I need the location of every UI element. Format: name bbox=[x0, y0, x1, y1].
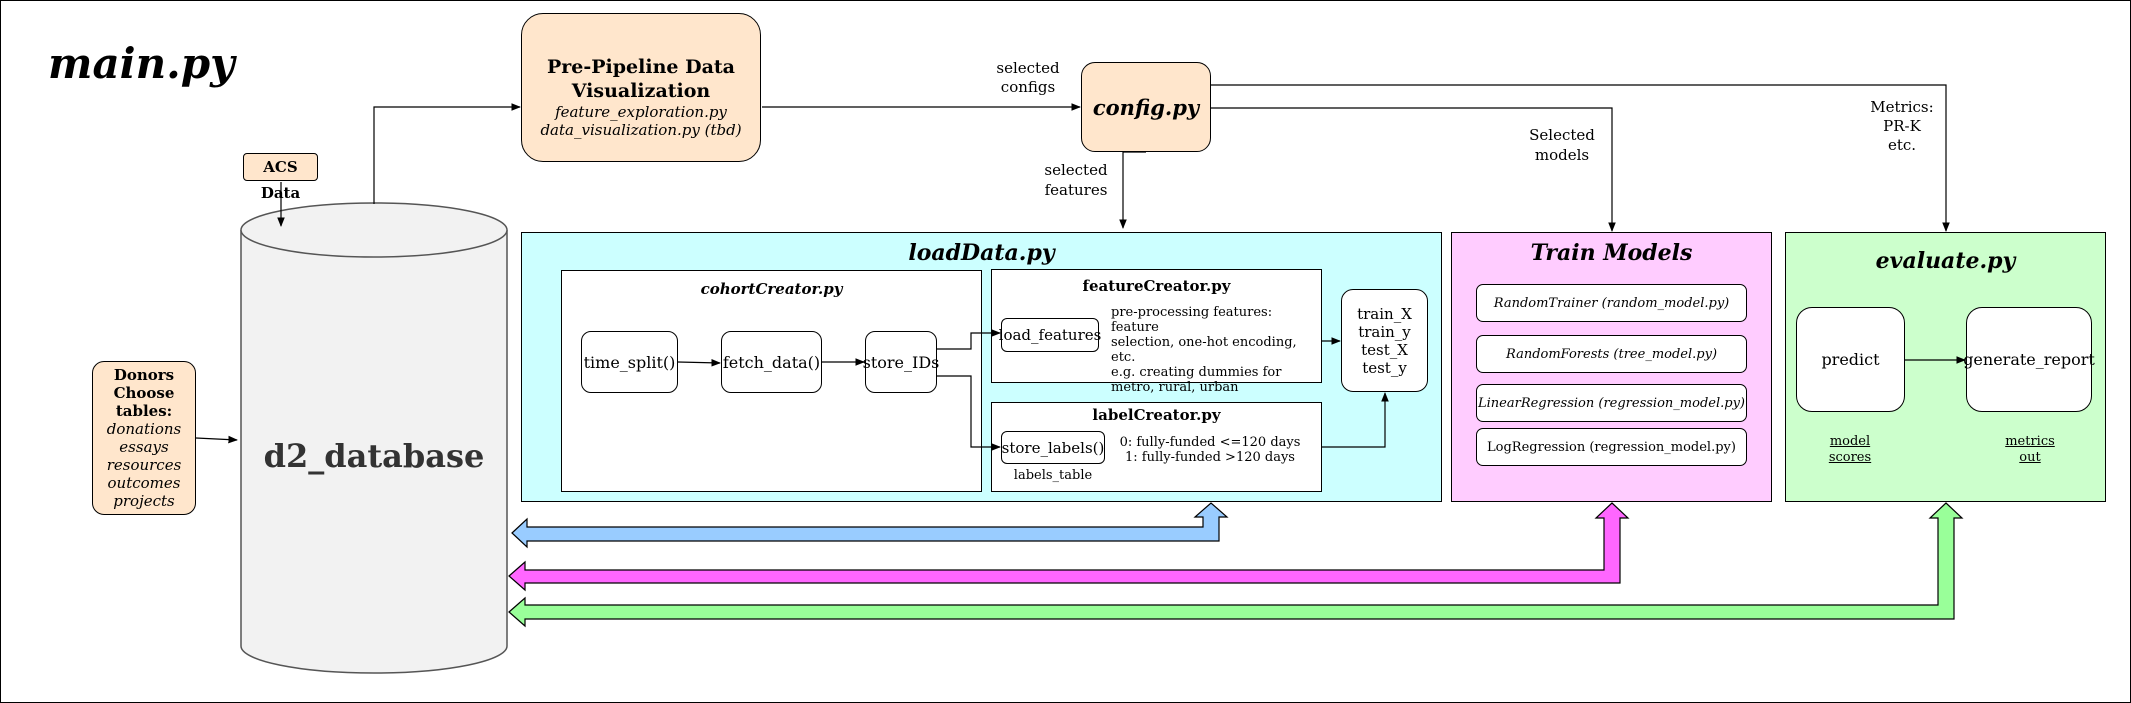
metrics-out-line: metrics bbox=[2005, 434, 2055, 449]
output-item: test_y bbox=[1362, 358, 1407, 377]
donors-table-item: essays bbox=[119, 438, 169, 456]
donors-table-item: resources bbox=[106, 456, 182, 474]
store-labels-func: store_labels() bbox=[1001, 431, 1105, 464]
page-title: main.py bbox=[48, 39, 235, 88]
label-description: 0: fully-funded <=120 days 1: fully-fund… bbox=[1115, 435, 1305, 465]
feature-creator-title: featureCreator.py bbox=[1082, 277, 1231, 295]
donors-title-line: Donors bbox=[113, 366, 175, 384]
selected-models-label: Selected models bbox=[1522, 125, 1602, 165]
selected-configs-label: selected configs bbox=[988, 59, 1068, 97]
metrics-out-label: metrics out bbox=[1990, 434, 2070, 466]
database-cylinder bbox=[240, 202, 508, 674]
generate-report-box: generate_report bbox=[1963, 307, 2095, 412]
metrics-label: Metrics: PR-K etc. bbox=[1862, 98, 1942, 155]
train-models-title: Train Models bbox=[1530, 240, 1693, 266]
feature-desc-line: metro, rural, urban bbox=[1111, 380, 1239, 395]
donors-choose-box: Donors Choose tables: donations essays r… bbox=[92, 361, 196, 515]
feature-desc-line: selection, one-hot encoding, etc. bbox=[1111, 335, 1297, 365]
label-desc-line: 1: fully-funded >120 days bbox=[1125, 450, 1295, 465]
time-split-step: time_split() bbox=[581, 331, 678, 393]
scores-line: model bbox=[1829, 434, 1871, 449]
output-item: test_X bbox=[1361, 340, 1408, 359]
label-line: models bbox=[1534, 146, 1590, 164]
feature-description: pre-processing features: feature selecti… bbox=[1111, 305, 1321, 395]
label-line: selected bbox=[996, 59, 1060, 77]
metrics-out-line: out bbox=[2019, 450, 2041, 465]
label-line: features bbox=[1044, 181, 1108, 199]
feature-desc-line: pre-processing features: feature bbox=[1111, 305, 1273, 335]
database-label: d2_database bbox=[263, 437, 485, 475]
model-file: (tree_model.py) bbox=[1613, 346, 1718, 362]
donors-table-item: donations bbox=[106, 420, 182, 438]
donors-title-line: tables: bbox=[115, 402, 173, 420]
fetch-data-step: fetch_data() bbox=[721, 331, 822, 393]
loaddata-title: loadData.py bbox=[908, 240, 1055, 266]
model-log-regression: LogRegression (regression_model.py) bbox=[1476, 428, 1747, 466]
model-random-trainer: RandomTrainer (random_model.py) bbox=[1476, 284, 1747, 322]
prepipeline-title-line: Visualization bbox=[571, 80, 711, 102]
donors-title: Donors Choose tables: bbox=[93, 366, 195, 420]
label-creator-title: labelCreator.py bbox=[1092, 406, 1221, 424]
label-line: etc. bbox=[1887, 136, 1917, 154]
feature-desc-line: e.g. creating dummies for bbox=[1111, 365, 1282, 380]
model-file: (regression_model.py) bbox=[1589, 439, 1736, 455]
config-box: config.py bbox=[1081, 62, 1211, 152]
cohort-creator-title: cohortCreator.py bbox=[700, 280, 843, 298]
prepipeline-files: feature_exploration.py data_visualizatio… bbox=[522, 103, 760, 139]
model-scores-label: model scores bbox=[1810, 434, 1890, 466]
model-file: (regression_model.py) bbox=[1598, 395, 1745, 411]
model-name: RandomForests bbox=[1505, 346, 1610, 362]
label-desc-line: 0: fully-funded <=120 days bbox=[1119, 435, 1301, 450]
load-features-func: load_features bbox=[999, 318, 1101, 352]
labels-table-label: labels_table bbox=[1013, 468, 1093, 483]
model-linear-regression: LinearRegression (regression_model.py) bbox=[1476, 384, 1747, 422]
prepipeline-box: Pre-Pipeline Data Visualization feature_… bbox=[521, 13, 761, 162]
prepipeline-title-line: Pre-Pipeline Data bbox=[547, 56, 735, 78]
label-line: Selected bbox=[1529, 126, 1595, 144]
model-name: RandomTrainer bbox=[1493, 295, 1598, 311]
prepipeline-file: data_visualization.py (tbd) bbox=[540, 121, 742, 139]
model-file: (random_model.py) bbox=[1601, 295, 1730, 311]
model-random-forests: RandomForests (tree_model.py) bbox=[1476, 335, 1747, 373]
evaluate-title: evaluate.py bbox=[1875, 248, 2016, 274]
label-line: configs bbox=[1000, 78, 1056, 96]
output-item: train_y bbox=[1358, 322, 1411, 341]
train-test-outputs: train_X train_y test_X test_y bbox=[1341, 289, 1428, 392]
donors-title-line: Choose bbox=[113, 384, 175, 402]
label-line: selected bbox=[1044, 161, 1108, 179]
model-name: LinearRegression bbox=[1478, 395, 1595, 411]
feature-creator-box: featureCreator.py bbox=[991, 269, 1322, 383]
prepipeline-file: feature_exploration.py bbox=[555, 103, 727, 121]
donors-table-list: donations essays resources outcomes proj… bbox=[93, 420, 195, 510]
acs-data-box: ACS Data bbox=[243, 153, 318, 202]
model-name: LogRegression bbox=[1487, 439, 1586, 455]
label-line: Metrics: bbox=[1870, 98, 1934, 116]
donors-table-item: outcomes bbox=[107, 474, 181, 492]
output-item: train_X bbox=[1357, 304, 1412, 323]
prepipeline-title: Pre-Pipeline Data Visualization bbox=[522, 55, 760, 103]
scores-line: scores bbox=[1828, 450, 1872, 465]
store-ids-step: store_IDs bbox=[863, 331, 939, 393]
predict-box: predict bbox=[1796, 307, 1905, 412]
label-line: PR-K bbox=[1883, 117, 1921, 135]
selected-features-label: selected features bbox=[1036, 160, 1116, 200]
donors-table-item: projects bbox=[113, 492, 175, 510]
